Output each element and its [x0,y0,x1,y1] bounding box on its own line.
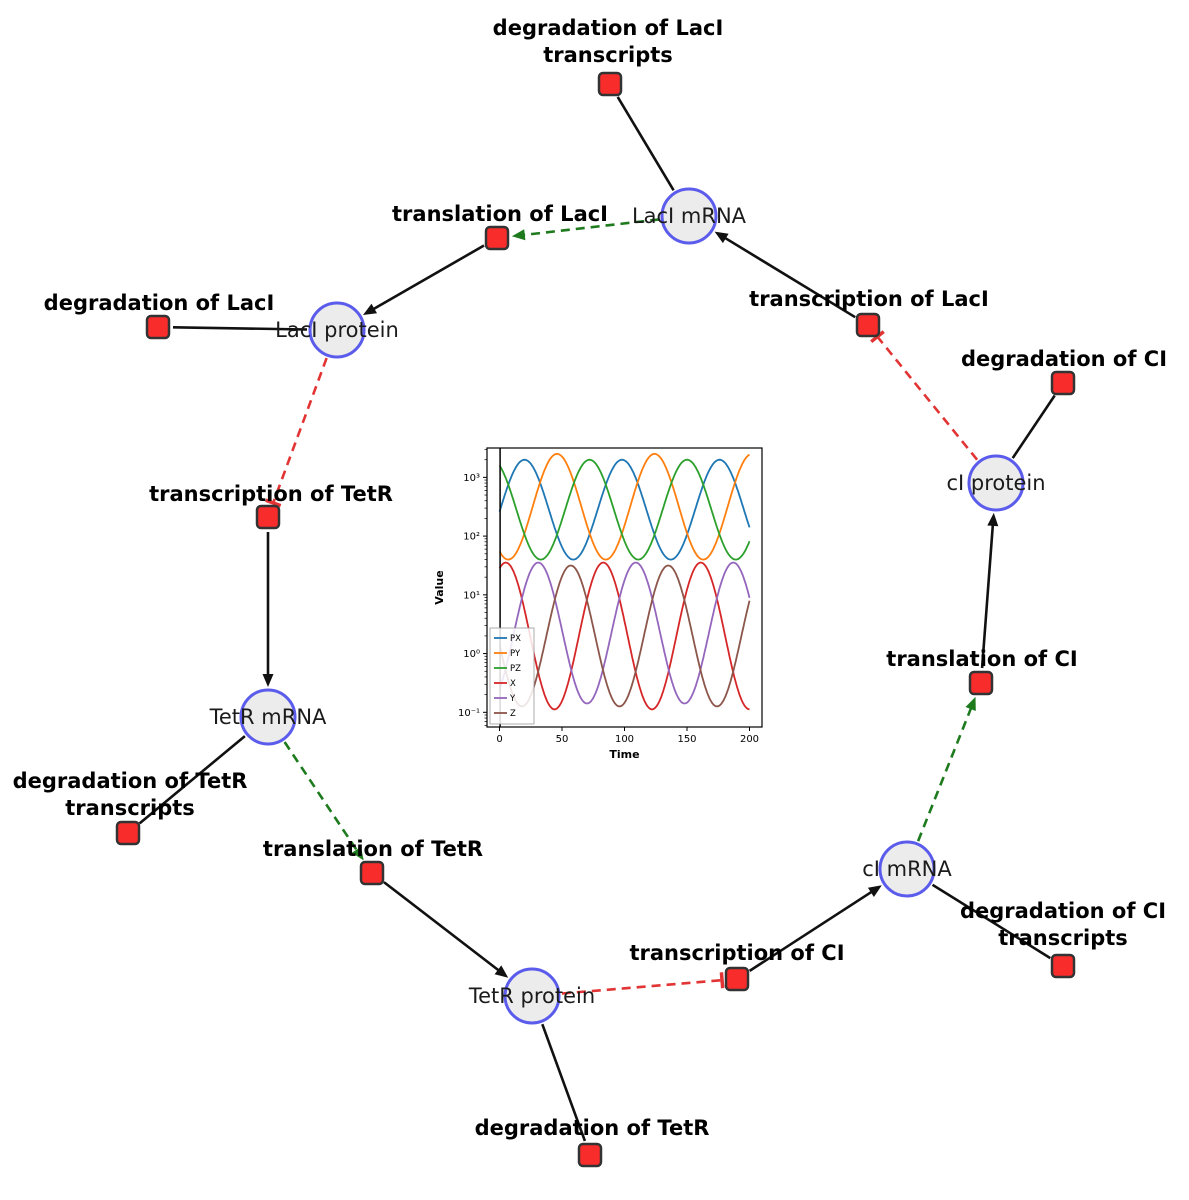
species-label-laci-mrna: LacI mRNA [632,204,747,228]
plot-curves [498,448,751,727]
reaction-label-degradation-of-tetr-transcripts-line0: degradation of TetR [13,769,248,793]
species-node-laci-protein [308,301,366,359]
y-tick-label: 10¹ [463,590,480,601]
reaction-label-degradation-of-ci-transcripts-line0: degradation of CI [960,899,1166,923]
x-tick-label: 0 [496,734,502,745]
reaction-label-degradation-of-ci-transcripts-line1: transcripts [998,926,1128,950]
species-label-ci-protein: cI protein [946,471,1045,495]
inhibition-tbar-icon [719,972,725,989]
series-line-Y [498,561,751,705]
legend-box [489,627,535,725]
legend-label-Z: Z [510,709,516,719]
reaction-label-transcription-of-ci-line0: transcription of CI [629,941,844,965]
reaction-label-degradation-of-ci-line0: degradation of CI [961,347,1167,371]
reaction-label-translation-of-tetr-line0: translation of TetR [263,837,483,861]
reaction-label-degradation-of-laci-line0: degradation of LacI [44,291,275,315]
reaction-node-degradation-of-tetr [577,1142,603,1168]
y-tick-label: 10³ [463,473,480,484]
edge-product-translation-of-laci-to-laci-protein [371,244,485,312]
edge-reactant-tetr-mrna-to-degradation-of-tetr-transcripts [138,735,246,825]
edge-product-transcription-of-laci-to-laci-mrna [722,235,856,319]
edge-reactant-laci-protein-to-degradation-of-laci [172,326,308,331]
arrowhead-icon [351,846,364,861]
species-node-laci-mrna [660,187,718,245]
edge-inhibition-tetr-protein-to-transcription-of-ci [561,978,723,995]
reaction-node-degradation-of-tetr-transcripts [115,820,141,846]
species-node-ci-mrna [878,840,936,898]
species-node-ci-protein [967,454,1025,512]
species-label-laci-protein: LacI protein [275,318,399,342]
reaction-node-translation-of-ci [968,670,994,696]
arrowhead-icon [714,231,729,244]
edge-reactant-ci-mrna-to-degradation-of-ci-transcripts [931,883,1051,960]
edge-reactant-ci-protein-to-degradation-of-ci [1011,394,1056,459]
arrowhead-icon [511,229,526,241]
edge-modifier-ci-mrna-to-translation-of-ci [916,705,974,842]
edge-reactant-tetr-protein-to-degradation-of-tetr [541,1023,587,1142]
species-label-ci-mrna: cI mRNA [862,857,952,881]
reaction-label-transcription-of-laci-line0: transcription of LacI [749,287,989,311]
species-node-tetr-mrna [239,688,297,746]
arrowhead-icon [965,696,976,711]
inhibition-tbar-icon [265,498,282,508]
edge-modifier-laci-mrna-to-translation-of-laci [521,218,660,237]
y-tick-label: 10⁻¹ [458,708,480,719]
edge-product-translation-of-tetr-to-tetr-protein [383,881,502,973]
reaction-node-degradation-of-ci-transcripts [1050,953,1076,979]
legend-label-PY: PY [510,649,521,659]
x-tick-label: 150 [677,734,696,745]
edge-product-transcription-of-ci-to-ci-mrna [748,889,875,972]
edge-reactant-laci-mrna-to-degradation-of-laci-transcripts [616,96,675,191]
legend-label-PZ: PZ [510,664,521,674]
reaction-node-translation-of-tetr [359,860,385,886]
legend-label-X: X [510,679,516,689]
series-line-X [498,561,750,711]
reaction-label-degradation-of-laci-transcripts-line1: transcripts [543,43,673,67]
y-axis-label: Value [433,570,446,604]
reaction-node-degradation-of-ci [1050,370,1076,396]
reaction-label-transcription-of-tetr-line0: transcription of TetR [149,482,393,506]
reaction-node-degradation-of-laci-transcripts [597,71,623,97]
x-tick-label: 50 [556,734,569,745]
y-tick-label: 10⁰ [463,649,480,660]
reaction-node-degradation-of-laci [145,314,171,340]
reaction-label-translation-of-laci-line0: translation of LacI [392,202,608,226]
y-tick-label: 10² [463,532,480,543]
series-line-PY [498,452,750,561]
reaction-label-degradation-of-tetr-line0: degradation of TetR [475,1116,710,1140]
arrowhead-icon [867,885,882,897]
arrowhead-icon [262,674,274,687]
arrowhead-icon [363,303,377,315]
arrowhead-icon [494,965,509,978]
species-label-tetr-protein: TetR protein [468,984,595,1008]
arrowhead-icon [987,512,999,527]
legend-label-Y: Y [509,694,516,704]
nodes-layer [115,71,1076,1168]
reaction-label-translation-of-ci-line0: translation of CI [886,647,1077,671]
series-line-Z [498,564,751,708]
reaction-node-transcription-of-laci [855,312,881,338]
edge-product-translation-of-ci-to-ci-protein [980,522,995,669]
species-node-tetr-protein [503,967,561,1025]
series-line-PZ [498,458,751,561]
x-tick-label: 200 [740,734,759,745]
x-axis-label: Time [609,748,639,761]
reaction-node-translation-of-laci [484,225,510,251]
edge-modifier-tetr-mrna-to-translation-of-tetr [283,741,360,853]
reaction-node-transcription-of-tetr [255,504,281,530]
edges-layer [138,96,1056,1142]
reaction-node-transcription-of-ci [724,966,750,992]
reaction-label-degradation-of-tetr-transcripts-line1: transcripts [65,796,195,820]
x-tick-label: 100 [615,734,634,745]
legend-label-PX: PX [510,634,521,644]
edge-inhibition-ci-protein-to-transcription-of-laci [876,335,979,461]
reaction-label-degradation-of-laci-transcripts-line0: degradation of LacI [493,16,724,40]
series-line-PX [498,458,751,561]
species-label-tetr-mrna: TetR mRNA [209,705,327,729]
edge-inhibition-laci-protein-to-transcription-of-tetr [271,357,328,504]
